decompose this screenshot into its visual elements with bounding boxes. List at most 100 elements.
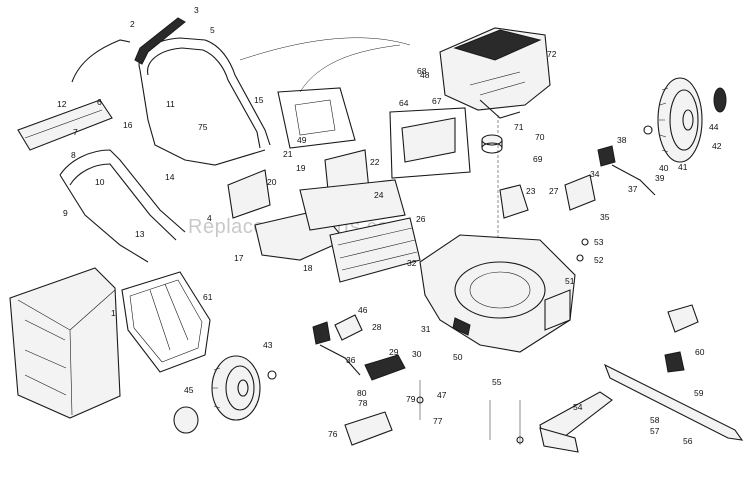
label-10: 10 [95, 177, 105, 187]
flap-26 [329, 217, 421, 283]
label-34: 34 [590, 169, 600, 179]
bracket-23-left [499, 184, 529, 219]
label-8: 8 [71, 150, 76, 160]
label-46: 46 [358, 305, 368, 315]
cable-bar-2 [71, 39, 131, 83]
lower-handle [59, 149, 186, 263]
label-51: 51 [565, 276, 575, 286]
label-55: 55 [492, 377, 502, 387]
label-6: 6 [97, 97, 102, 107]
label-36: 36 [346, 355, 356, 365]
label-20: 20 [267, 177, 277, 187]
label-29: 29 [389, 347, 399, 357]
label-28: 28 [372, 322, 382, 332]
label-37: 37 [628, 184, 638, 194]
label-79: 79 [406, 394, 416, 404]
label-23: 23 [526, 186, 536, 196]
hubcap-right [713, 87, 727, 113]
label-52: 52 [594, 255, 604, 265]
label-14: 14 [165, 172, 175, 182]
label-64: 64 [399, 98, 409, 108]
label-76: 76 [328, 429, 338, 439]
label-50: 50 [453, 352, 463, 362]
label-45: 45 [184, 385, 194, 395]
label-61: 61 [203, 292, 213, 302]
bag-frame [121, 271, 211, 373]
chute-baffle [17, 99, 113, 151]
label-38: 38 [617, 135, 627, 145]
label-80: 80 [357, 388, 367, 398]
label-32: 32 [407, 258, 417, 268]
label-41: 41 [678, 162, 688, 172]
washer-43 [267, 370, 277, 380]
label-17: 17 [234, 253, 244, 263]
label-48: 48 [420, 70, 430, 80]
label-5: 5 [210, 25, 215, 35]
bracket-46 [334, 314, 363, 341]
label-67: 67 [432, 96, 442, 106]
label-27: 27 [549, 186, 559, 196]
label-56: 56 [683, 436, 693, 446]
label-18: 18 [303, 263, 313, 273]
label-35: 35 [600, 212, 610, 222]
label-60: 60 [695, 347, 705, 357]
label-59: 59 [694, 388, 704, 398]
label-24: 24 [374, 190, 384, 200]
blade-59 [603, 363, 744, 441]
grass-bag [9, 267, 121, 419]
control-cable [239, 37, 411, 61]
label-72: 72 [547, 49, 557, 59]
label-68: 68 [417, 66, 427, 76]
label-4: 4 [207, 213, 212, 223]
parts-drawing [9, 17, 744, 453]
label-69: 69 [533, 154, 543, 164]
label-75: 75 [198, 122, 208, 132]
plate-20 [227, 169, 271, 219]
label-71: 71 [514, 122, 524, 132]
axle-arm-left [319, 344, 361, 376]
label-44: 44 [709, 122, 719, 132]
label-9: 9 [63, 208, 68, 218]
label-12: 12 [57, 99, 67, 109]
hubcap-left [173, 406, 199, 434]
label-70: 70 [535, 132, 545, 142]
door-76 [344, 411, 393, 446]
upper-handle [138, 37, 271, 166]
label-21: 21 [283, 149, 293, 159]
cover-78 [364, 354, 406, 381]
label-42: 42 [712, 141, 722, 151]
label-47: 47 [437, 390, 447, 400]
label-77: 77 [433, 416, 443, 426]
adjuster-38-left [312, 321, 331, 345]
nut-52 [576, 254, 584, 262]
mower-deck [419, 234, 576, 353]
label-58: 58 [650, 415, 660, 425]
grip-3 [134, 17, 186, 65]
label-39: 39 [655, 173, 665, 183]
washer-43-right [643, 125, 653, 135]
bolt-53 [581, 238, 589, 246]
label-31: 31 [421, 324, 431, 334]
label-40: 40 [659, 163, 669, 173]
label-15: 15 [254, 95, 264, 105]
label-78: 78 [358, 398, 368, 408]
label-30: 30 [412, 349, 422, 359]
inset-49 [277, 87, 356, 149]
plug-23-right [667, 304, 699, 333]
front-wheel-left [211, 355, 261, 421]
shield-24 [299, 179, 406, 231]
panel-64 [389, 107, 471, 179]
adjuster-38-right [597, 145, 616, 167]
engine [439, 27, 551, 119]
label-43: 43 [263, 340, 273, 350]
label-13: 13 [135, 229, 145, 239]
axle-arm-right [611, 164, 656, 196]
label-16: 16 [123, 120, 133, 130]
label-53: 53 [594, 237, 604, 247]
label-2: 2 [130, 19, 135, 29]
label-11: 11 [166, 99, 175, 109]
label-22: 22 [370, 157, 380, 167]
label-54: 54 [573, 402, 583, 412]
label-26: 26 [416, 214, 426, 224]
